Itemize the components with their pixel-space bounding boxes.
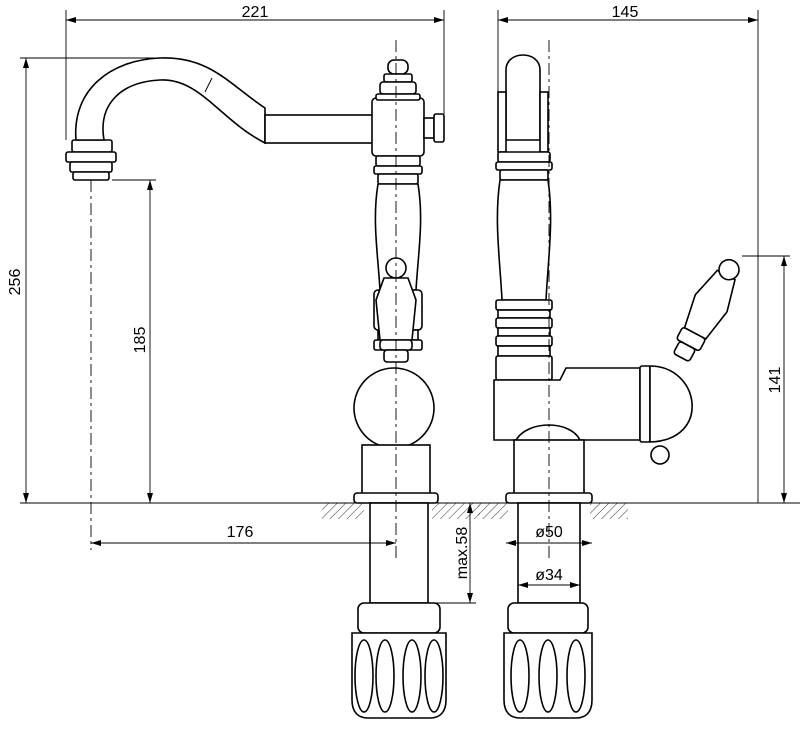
countertop bbox=[20, 502, 800, 519]
dim-label-max58: max.58 bbox=[454, 527, 471, 580]
dimension-spout-height: 185 bbox=[112, 179, 156, 503]
side-column bbox=[495, 151, 553, 381]
dim-label-141: 141 bbox=[767, 367, 784, 394]
dim-label-d50: ø50 bbox=[535, 524, 563, 541]
dimension-max-thickness: max.58 bbox=[428, 502, 476, 604]
spout-connector bbox=[371, 97, 445, 157]
dim-label-176: 176 bbox=[227, 524, 254, 541]
side-view bbox=[493, 40, 740, 719]
dimension-spout-reach: 176 bbox=[91, 524, 396, 546]
spout-arch bbox=[75, 57, 378, 145]
side-lever-handle bbox=[673, 258, 740, 362]
dim-label-256: 256 bbox=[7, 269, 24, 296]
dimension-side-depth: 145 bbox=[497, 4, 759, 503]
dimension-total-height: 256 bbox=[7, 57, 160, 503]
dim-label-145: 145 bbox=[612, 4, 639, 21]
dim-label-221: 221 bbox=[242, 4, 269, 21]
front-view bbox=[65, 40, 447, 719]
dim-label-d34: ø34 bbox=[535, 567, 563, 584]
spout-tip bbox=[65, 139, 117, 181]
side-mixer-housing bbox=[493, 365, 693, 465]
dim-label-185: 185 bbox=[132, 327, 149, 354]
front-shank bbox=[351, 502, 447, 719]
dimension-shank-diameter: ø34 bbox=[518, 567, 580, 588]
dimension-base-diameter: ø50 bbox=[506, 524, 592, 546]
body-finial bbox=[375, 59, 421, 101]
side-spout bbox=[497, 54, 549, 153]
dimension-spout-width: 221 bbox=[65, 4, 445, 140]
dimension-handle-height: 141 bbox=[742, 255, 790, 503]
